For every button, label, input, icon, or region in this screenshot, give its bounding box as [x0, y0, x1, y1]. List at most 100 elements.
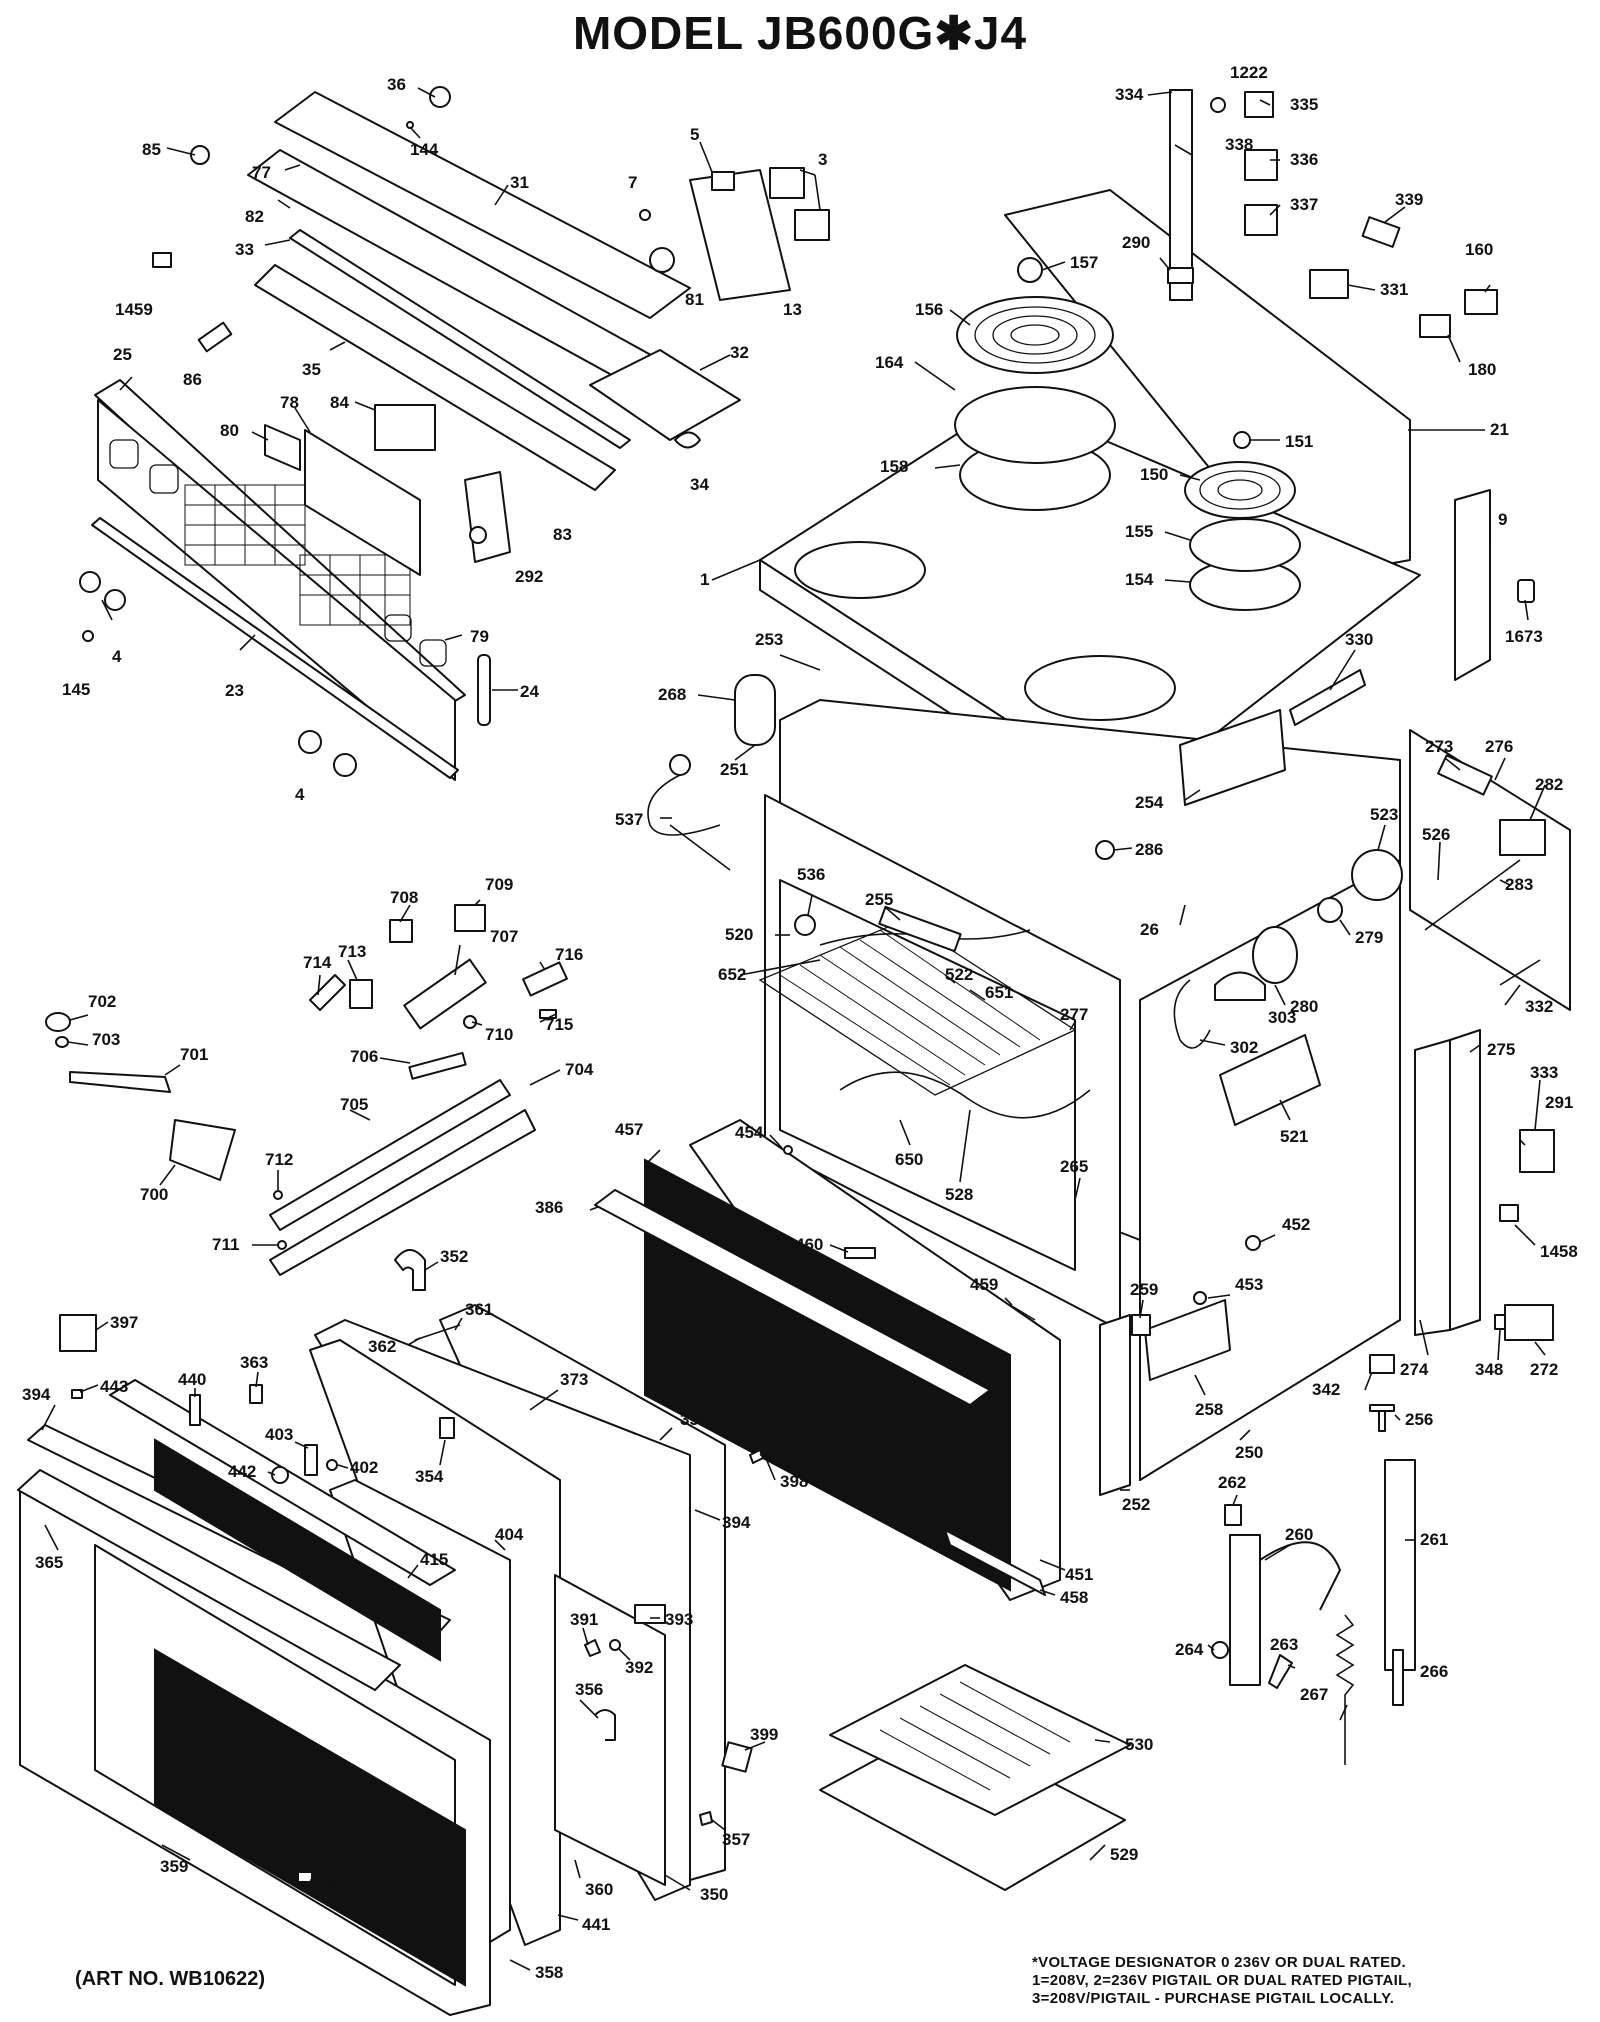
trim-330	[1289, 669, 1366, 726]
label-33: 33	[235, 240, 254, 259]
oven-rack-651	[758, 919, 1077, 1096]
part-86	[197, 321, 233, 353]
label-386: 386	[535, 1198, 563, 1217]
probe-537	[669, 754, 691, 776]
label-356: 356	[575, 1680, 603, 1699]
label-704: 704	[565, 1060, 594, 1079]
label-282: 282	[1535, 775, 1563, 794]
label-254: 254	[1135, 793, 1164, 812]
label-361: 361	[465, 1300, 493, 1319]
part-356	[594, 1709, 616, 1741]
label-520: 520	[725, 925, 753, 944]
part-290	[1167, 267, 1194, 284]
label-652: 652	[718, 965, 746, 984]
part-459	[1009, 1304, 1036, 1321]
part-279	[1317, 897, 1343, 923]
label-275: 275	[1487, 1040, 1515, 1059]
part-81	[649, 247, 675, 273]
label-1458: 1458	[1540, 1242, 1578, 1261]
label-703: 703	[92, 1030, 120, 1049]
part-363	[249, 1384, 263, 1404]
label-336: 336	[1290, 150, 1318, 169]
label-21: 21	[1490, 420, 1509, 439]
label-79: 79	[470, 627, 489, 646]
art-number: (ART NO. WB10622)	[75, 1968, 266, 1990]
label-264: 264	[1175, 1640, 1204, 1659]
label-144: 144	[410, 140, 439, 159]
broiler-grid-530	[829, 1664, 1131, 1816]
trim-23	[91, 517, 459, 779]
part-442	[271, 1466, 289, 1484]
part-371	[297, 1871, 313, 1883]
label-359: 359	[160, 1857, 188, 1876]
part-331	[1309, 269, 1349, 299]
side-trim-9	[1454, 489, 1491, 681]
label-13: 13	[783, 300, 802, 319]
label-457: 457	[615, 1120, 643, 1139]
label-714: 714	[303, 953, 332, 972]
surface-unit-156	[956, 296, 1114, 374]
label-536: 536	[797, 865, 825, 884]
part-7	[639, 209, 651, 221]
label-145: 145	[62, 680, 90, 699]
label-442: 442	[228, 1462, 256, 1481]
label-252: 252	[1122, 1495, 1150, 1514]
wire-302	[1173, 979, 1211, 1049]
burner-hole-left	[794, 541, 926, 599]
label-403: 403	[265, 1425, 293, 1444]
label-713: 713	[338, 942, 366, 961]
label-460: 460	[795, 1235, 823, 1254]
part-397	[59, 1314, 97, 1352]
label-523: 523	[1370, 805, 1398, 824]
drawer-group	[594, 1119, 1261, 1601]
label-443: 443	[100, 1377, 128, 1396]
diagram-title: MODEL JB600G✱J4	[572, 7, 1028, 59]
part-536	[794, 914, 816, 936]
label-365: 365	[35, 1553, 63, 1572]
label-712: 712	[265, 1150, 293, 1169]
label-26: 26	[1140, 920, 1159, 939]
label-702: 702	[88, 992, 116, 1011]
label-453: 453	[1235, 1275, 1263, 1294]
label-155: 155	[1125, 522, 1153, 541]
bracket-78	[304, 429, 421, 576]
part-716	[522, 961, 568, 997]
part-180	[1419, 314, 1451, 338]
label-441: 441	[582, 1915, 610, 1934]
label-34: 34	[690, 475, 709, 494]
door-window-358	[154, 1648, 466, 1987]
label-274: 274	[1400, 1360, 1429, 1379]
label-709: 709	[485, 875, 513, 894]
part-labels: 36 144 85 77 82 31 5 7 3 33 1459 81 13 3…	[22, 63, 1578, 1982]
label-458: 458	[1060, 1588, 1088, 1607]
label-4a: 4	[112, 647, 122, 666]
label-154: 154	[1125, 570, 1154, 589]
label-393: 393	[665, 1610, 693, 1629]
rod-283	[1424, 859, 1521, 931]
label-273: 273	[1425, 737, 1453, 756]
label-86: 86	[183, 370, 202, 389]
label-526: 526	[1422, 825, 1450, 844]
part-454	[783, 1145, 793, 1155]
label-394b: 394	[722, 1513, 751, 1532]
label-150: 150	[1140, 465, 1168, 484]
label-164: 164	[875, 353, 904, 372]
label-339: 339	[1395, 190, 1423, 209]
label-303: 303	[1268, 1008, 1296, 1027]
knob-4b	[104, 589, 126, 611]
strip-334	[1169, 89, 1193, 301]
label-160: 160	[1465, 240, 1493, 259]
bracket-258	[1144, 1299, 1231, 1381]
footnote-line-1: *VOLTAGE DESIGNATOR 0 236V OR DUAL RATED…	[1032, 1954, 1407, 1971]
label-354: 354	[415, 1467, 444, 1486]
label-3: 3	[818, 150, 827, 169]
lens-303	[1214, 971, 1266, 1001]
label-705: 705	[340, 1095, 368, 1114]
label-272: 272	[1530, 1360, 1558, 1379]
label-1222: 1222	[1230, 63, 1268, 82]
part-264	[1211, 1641, 1229, 1659]
hinge-group	[1211, 1459, 1416, 1765]
part-1459	[152, 252, 172, 268]
label-708: 708	[390, 888, 418, 907]
probe-wire	[647, 774, 721, 836]
